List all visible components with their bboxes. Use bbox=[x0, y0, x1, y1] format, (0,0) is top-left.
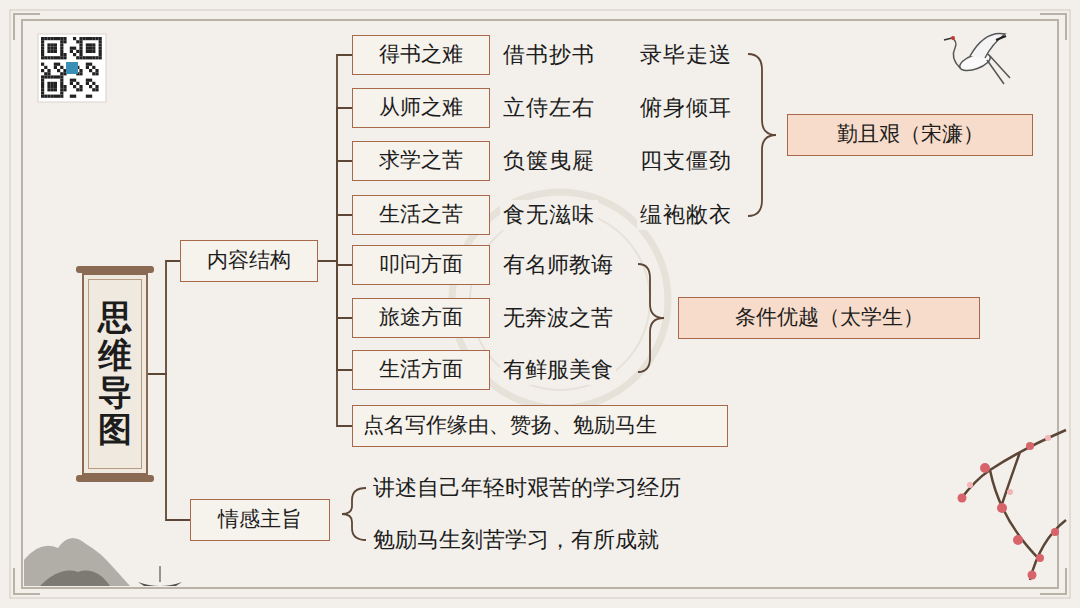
node-text: 生活方面 bbox=[379, 357, 463, 382]
bracket-connector bbox=[318, 215, 352, 261]
node-text: 内容结构 bbox=[207, 248, 291, 273]
qr-code bbox=[38, 34, 106, 102]
conclusion-box: 条件优越（太学生） bbox=[678, 297, 980, 339]
node-text: 生活之苦 bbox=[379, 202, 463, 227]
conclusion-box: 勤且艰（宋濂） bbox=[787, 114, 1033, 156]
category-box: 内容结构 bbox=[180, 240, 318, 282]
node-text: 情感主旨 bbox=[218, 507, 302, 532]
bracket-connector bbox=[318, 261, 352, 426]
node-text: 条件优越（太学生） bbox=[735, 305, 924, 330]
bracket-connector bbox=[148, 261, 180, 374]
detail-text: 无奔波之苦 bbox=[500, 303, 616, 333]
topic-box: 生活方面 bbox=[352, 350, 490, 390]
outer-frame bbox=[10, 10, 1070, 598]
topic-box: 求学之苦 bbox=[352, 141, 490, 181]
detail-text: 俯身倾耳 bbox=[637, 93, 735, 123]
node-text: 叩问方面 bbox=[379, 252, 463, 277]
bracket-connector bbox=[318, 261, 352, 370]
category-box: 情感主旨 bbox=[190, 499, 330, 541]
detail-text: 有名师教诲 bbox=[500, 250, 616, 280]
node-text: 勤且艰（宋濂） bbox=[837, 122, 984, 147]
detail-text: 立侍左右 bbox=[500, 93, 598, 123]
crane-illustration bbox=[944, 33, 1010, 84]
bracket-connector bbox=[318, 108, 352, 261]
title-scroll: 思维导图 bbox=[82, 273, 148, 475]
node-text: 求学之苦 bbox=[379, 148, 463, 173]
detail-text: 借书抄书 bbox=[500, 40, 598, 70]
node-text: 思维导图 bbox=[98, 299, 132, 449]
detail-text: 缊袍敝衣 bbox=[637, 200, 735, 230]
inner-frame bbox=[22, 20, 1058, 588]
detail-text: 录毕走送 bbox=[637, 40, 735, 70]
detail-text: 四支僵劲 bbox=[637, 146, 735, 176]
topic-box: 叩问方面 bbox=[352, 245, 490, 285]
node-text: 得书之难 bbox=[379, 42, 463, 67]
topic-box: 从师之难 bbox=[352, 88, 490, 128]
detail-text: 有鲜服美食 bbox=[500, 355, 616, 385]
bracket-connector bbox=[318, 55, 352, 261]
node-text: 从师之难 bbox=[379, 95, 463, 120]
node-text: 点名写作缘由、赞扬、勉励马生 bbox=[363, 413, 657, 438]
bracket-connector bbox=[318, 261, 352, 318]
bracket-connector bbox=[148, 374, 190, 520]
topic-box: 旅途方面 bbox=[352, 298, 490, 338]
theme-note: 讲述自己年轻时艰苦的学习经历 bbox=[370, 473, 684, 503]
node-text: 旅途方面 bbox=[379, 305, 463, 330]
scroll-rods bbox=[76, 266, 154, 482]
theme-note: 勉励马生刻苦学习，有所成就 bbox=[370, 525, 662, 555]
summary-box: 点名写作缘由、赞扬、勉励马生 bbox=[352, 405, 728, 447]
frame-corners bbox=[14, 14, 1066, 594]
topic-box: 得书之难 bbox=[352, 35, 490, 75]
detail-text: 食无滋味 bbox=[500, 200, 598, 230]
bracket-connector bbox=[318, 161, 352, 261]
plum-branch-illustration bbox=[958, 430, 1067, 580]
detail-text: 负箧曳屣 bbox=[500, 146, 598, 176]
landscape-illustration bbox=[24, 538, 182, 586]
topic-box: 生活之苦 bbox=[352, 195, 490, 235]
